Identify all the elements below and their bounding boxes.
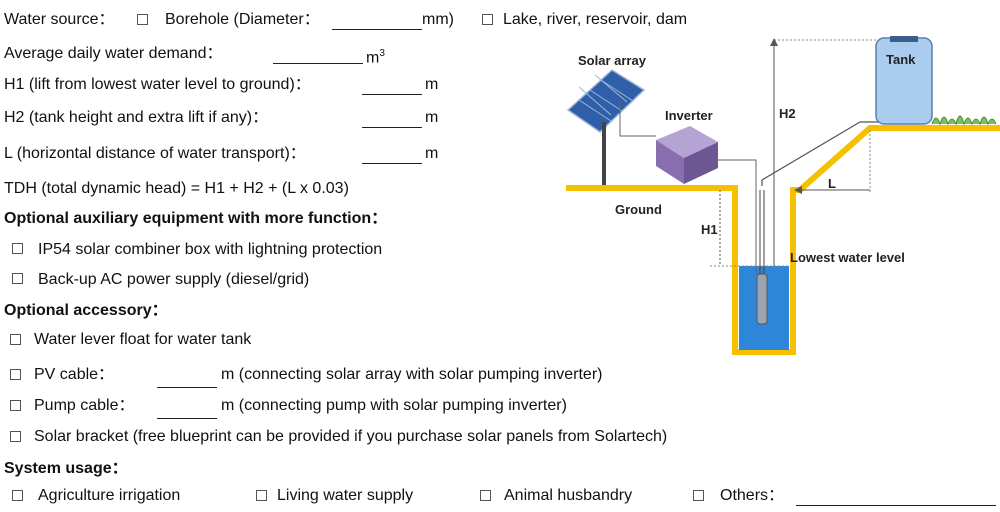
inverter-label: Inverter: [665, 108, 713, 123]
pv-cable-checkbox[interactable]: [10, 369, 21, 380]
pump-cable-label: Pump cable：: [34, 397, 135, 414]
usage-living-water-label: Living water supply: [277, 487, 414, 504]
avg-demand-label: Average daily water demand：: [4, 45, 223, 62]
combiner-box-label: IP54 solar combiner box with lightning p…: [38, 241, 383, 258]
l-diagram-label: L: [828, 176, 836, 191]
usage-animal-label: Animal husbandry: [504, 487, 633, 504]
pv-cable-length-field[interactable]: [157, 387, 217, 388]
pv-cable-wire: [619, 100, 656, 137]
solar-bracket-checkbox[interactable]: [10, 431, 21, 442]
mm-unit: mm): [422, 11, 454, 28]
pump-cable-checkbox[interactable]: [10, 400, 21, 411]
avg-demand-field[interactable]: [273, 63, 363, 64]
solar-bracket-label: Solar bracket (free blueprint can be pro…: [34, 428, 668, 445]
usage-others-checkbox[interactable]: [693, 490, 704, 501]
pump-cable-wire: [710, 159, 757, 274]
h2-diagram-label: H2: [779, 106, 796, 121]
usage-heading: System usage：: [4, 460, 128, 477]
usage-living-water-checkbox[interactable]: [256, 490, 267, 501]
water-source-label: Water source：: [4, 11, 115, 28]
backup-power-checkbox[interactable]: [12, 273, 23, 284]
lowest-water-level-label: Lowest water level: [790, 250, 905, 265]
solar-array: [566, 69, 646, 133]
l-field[interactable]: [362, 163, 422, 164]
backup-power-label: Back-up AC power supply (diesel/grid): [38, 271, 310, 288]
ground-label: Ground: [615, 202, 662, 217]
lake-checkbox[interactable]: [482, 14, 493, 25]
l-label: L (horizontal distance of water transpor…: [4, 145, 306, 162]
tdh-formula: TDH (total dynamic head) = H1 + H2 + (L …: [4, 180, 349, 197]
usage-irrigation-checkbox[interactable]: [12, 490, 23, 501]
usage-irrigation-label: Agriculture irrigation: [38, 487, 181, 504]
solar-array-label: Solar array: [578, 53, 647, 68]
aux-heading: Optional auxiliary equipment with more f…: [4, 210, 388, 227]
inverter: [656, 126, 718, 184]
h2-field[interactable]: [362, 127, 422, 128]
accessory-heading: Optional accessory：: [4, 302, 168, 319]
h1-field[interactable]: [362, 94, 422, 95]
usage-others-label: Others：: [720, 487, 785, 504]
water-float-label: Water lever float for water tank: [34, 331, 252, 348]
pv-cable-label: PV cable：: [34, 366, 115, 383]
usage-others-field[interactable]: [796, 505, 996, 506]
usage-animal-checkbox[interactable]: [480, 490, 491, 501]
h2-unit: m: [425, 109, 439, 126]
borehole-diameter-field[interactable]: [332, 29, 422, 30]
h1-label: H1 (lift from lowest water level to grou…: [4, 76, 311, 93]
grass: [931, 115, 997, 126]
combiner-box-checkbox[interactable]: [12, 243, 23, 254]
ground-surface: [566, 125, 1000, 355]
pump-cable-desc: m (connecting pump with solar pumping in…: [221, 397, 567, 414]
pumping-system-diagram: Solar array Inverter Ground H1 H2 L Tank…: [566, 36, 1000, 355]
pump-cable-length-field[interactable]: [157, 418, 217, 419]
l-unit: m: [425, 145, 439, 162]
submersible-pump: [756, 273, 768, 325]
h1-unit: m: [425, 76, 439, 93]
water-float-checkbox[interactable]: [10, 334, 21, 345]
h1-diagram-label: H1: [701, 222, 718, 237]
m3-unit: m3: [366, 48, 385, 67]
pv-cable-desc: m (connecting solar array with solar pum…: [221, 366, 603, 383]
m3-superscript: 3: [379, 48, 385, 59]
water-tank: [875, 36, 933, 125]
borehole-checkbox[interactable]: [137, 14, 148, 25]
tank-label: Tank: [886, 52, 916, 67]
h2-label: H2 (tank height and extra lift if any)：: [4, 109, 269, 126]
lake-label: Lake, river, reservoir, dam: [503, 11, 688, 28]
borehole-label: Borehole (Diameter：: [165, 11, 320, 28]
